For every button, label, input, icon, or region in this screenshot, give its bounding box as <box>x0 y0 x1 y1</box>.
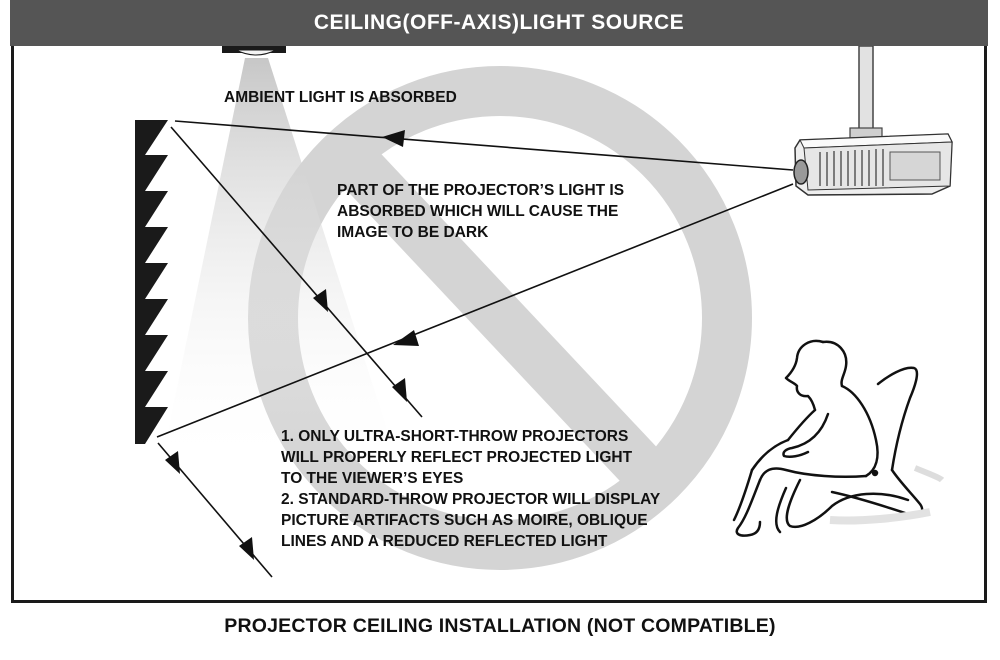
ceiling-lamp-icon <box>222 46 286 56</box>
notes-line: 2. STANDARD-THROW PROJECTOR WILL DISPLAY <box>281 491 661 508</box>
notes-line: LINES AND A REDUCED REFLECTED LIGHT <box>281 533 608 550</box>
notes-line: TO THE VIEWER’S EYES <box>281 470 464 487</box>
notes-line: PICTURE ARTIFACTS SUCH AS MOIRE, OBLIQUE <box>281 512 648 529</box>
diagram-title: CEILING(OFF-AXIS)LIGHT SOURCE <box>313 11 685 34</box>
ambient-light-beam <box>160 58 400 470</box>
ray-arrows <box>165 130 419 560</box>
notes-label: 1. ONLY ULTRA-SHORT-THROW PROJECTORS WIL… <box>281 426 660 552</box>
alr-screen-icon <box>135 120 168 444</box>
partial-absorption-line: IMAGE TO BE DARK <box>337 224 489 241</box>
ambient-light-text: AMBIENT LIGHT IS ABSORBED <box>224 89 457 106</box>
notes-line: WILL PROPERLY REFLECT PROJECTED LIGHT <box>281 449 633 466</box>
viewer-in-chair-icon <box>732 339 924 537</box>
diagram-caption: PROJECTOR CEILING INSTALLATION (NOT COMP… <box>224 615 776 637</box>
notes-line: 1. ONLY ULTRA-SHORT-THROW PROJECTORS <box>281 428 629 445</box>
projector-icon <box>793 133 953 196</box>
diagram-header: CEILING(OFF-AXIS)LIGHT SOURCE <box>10 0 988 46</box>
partial-absorption-line: PART OF THE PROJECTOR’S LIGHT IS <box>337 182 625 199</box>
partial-absorption-label: PART OF THE PROJECTOR’S LIGHT IS ABSORBE… <box>337 180 624 243</box>
ambient-light-label: AMBIENT LIGHT IS ABSORBED <box>224 87 457 108</box>
partial-absorption-line: ABSORBED WHICH WILL CAUSE THE <box>337 203 619 220</box>
